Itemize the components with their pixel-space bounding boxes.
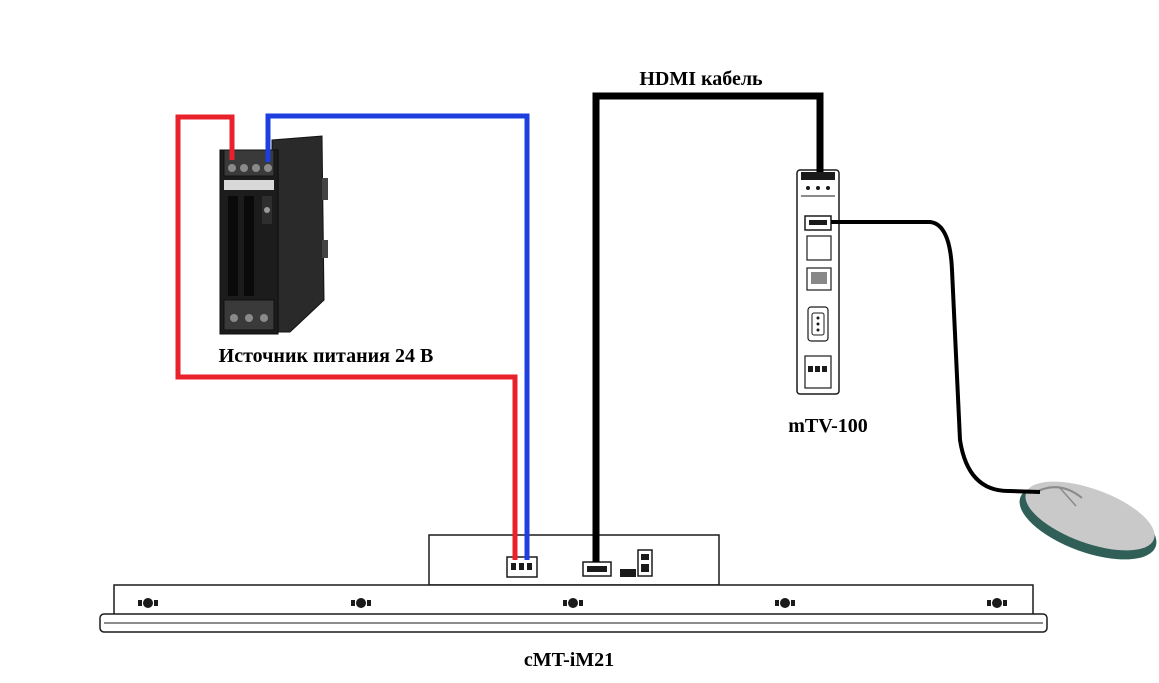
panel-pc-unit [99, 534, 1048, 633]
power-supply-label: Источник питания 24 В [219, 345, 434, 367]
power-supply-unit [219, 135, 328, 335]
mounting-holes [138, 598, 1007, 608]
mouse-cable [831, 220, 1041, 494]
hdmi-cable [592, 92, 824, 562]
mtv-100-unit [796, 169, 840, 395]
positive-wire [175, 114, 518, 560]
mouse-device [1019, 481, 1157, 560]
mtv-label: mTV-100 [788, 415, 868, 437]
panel-label: cMT-iM21 [524, 649, 614, 671]
negative-wire [265, 113, 530, 560]
hdmi-cable-label: HDMI кабель [639, 68, 763, 90]
